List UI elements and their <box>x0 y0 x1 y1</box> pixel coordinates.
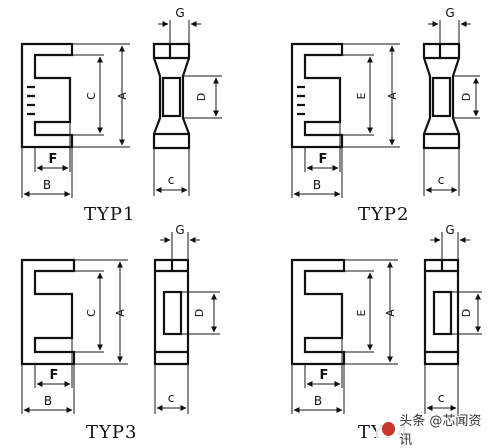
core-front-view <box>20 258 76 366</box>
watermark-text: 头条 @芯闻资讯 <box>399 414 482 448</box>
dim-label-f: F <box>320 368 329 383</box>
core-side-view <box>423 258 460 366</box>
core-center-leg <box>27 85 35 116</box>
dim-label-f: F <box>319 152 328 167</box>
account-badge-icon <box>382 422 396 436</box>
dim-label-d: D <box>460 93 473 101</box>
dim-label-b: B <box>314 394 322 408</box>
core-side-view <box>422 42 461 150</box>
watermark: 头条 @芯闻资讯 <box>376 414 495 448</box>
dim-label-c-side: c <box>438 391 445 405</box>
core-side-view <box>152 42 191 150</box>
dim-label-g: G <box>445 6 454 20</box>
dim-label-b: B <box>43 178 51 192</box>
panel-typ3: A C F B G D c TYP3 <box>20 223 220 443</box>
core-front-view <box>290 258 346 366</box>
core-side-view <box>153 258 190 366</box>
panel-caption: TYP3 <box>86 422 137 443</box>
dim-label-f: F <box>49 152 58 167</box>
dim-label-d: D <box>460 309 473 317</box>
dim-label-a: A <box>384 309 397 317</box>
panel-caption: TYP2 <box>358 204 409 225</box>
dim-label-b: B <box>44 394 52 408</box>
dim-label-c-side: c <box>168 173 175 187</box>
dim-label-c: C <box>85 309 98 317</box>
panel-typ1: A C F B G D c T <box>20 6 222 225</box>
panel-caption: TYP1 <box>84 204 135 225</box>
dim-label-c-side: c <box>438 173 445 187</box>
panel-typ2: A E F B G D c TYP2 <box>290 6 480 225</box>
dim-label-a: A <box>386 92 399 100</box>
dim-label-d: D <box>195 93 208 101</box>
dim-label-d: D <box>193 309 206 317</box>
dim-label-e: E <box>355 309 368 316</box>
dim-label-b: B <box>313 178 321 192</box>
dim-label-g: G <box>175 223 184 237</box>
dim-label-a: A <box>114 309 127 317</box>
core-center-leg <box>297 85 305 116</box>
dim-label-g: G <box>175 6 184 20</box>
dim-label-g: G <box>445 223 454 237</box>
dim-label-f: F <box>50 368 59 383</box>
dim-label-a: A <box>116 92 129 100</box>
dim-label-e: E <box>355 92 368 99</box>
dim-label-c: C <box>85 92 98 100</box>
dim-label-c-side: c <box>168 391 175 405</box>
